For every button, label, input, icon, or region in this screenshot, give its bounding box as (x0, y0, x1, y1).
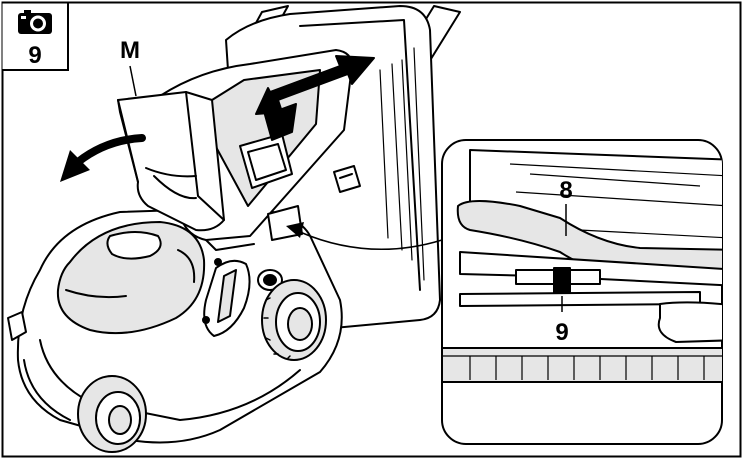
front-wheel (77, 375, 147, 453)
step-badge: 9 (2, 1, 69, 71)
hinge-knob (257, 269, 283, 291)
detail-tread (442, 347, 722, 383)
motor-cover (56, 221, 206, 335)
detail-pointer (286, 222, 443, 250)
callout-9: 9 (555, 319, 568, 346)
camera-icon (18, 10, 52, 34)
callout-8: 8 (559, 177, 572, 204)
step-number: 9 (28, 42, 41, 69)
height-lever (202, 258, 251, 337)
detail-tread-teeth (469, 356, 722, 380)
rear-wheel (261, 279, 327, 361)
m-flap (117, 91, 225, 232)
detail-block (657, 301, 722, 343)
lawnmower (7, 5, 461, 453)
swing-arrow (60, 134, 146, 182)
detail-inset: 8 9 (441, 139, 723, 445)
move-arrow (255, 55, 375, 141)
callout-m: M (120, 37, 140, 64)
detail-peg (553, 267, 571, 295)
callout-m-leader (129, 65, 137, 97)
side-grip (7, 311, 27, 341)
